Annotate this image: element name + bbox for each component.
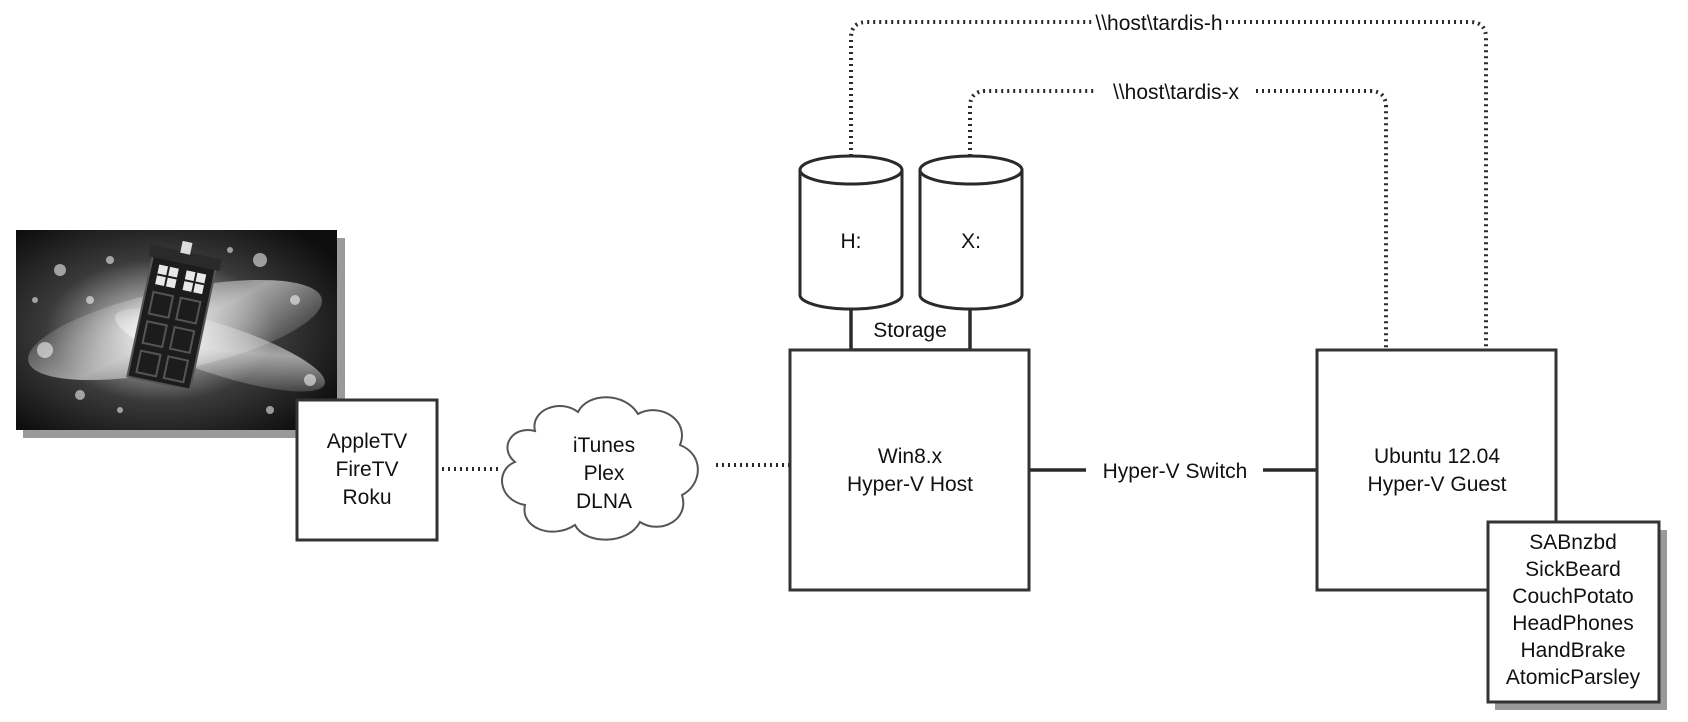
drive-x-icon bbox=[918, 154, 1024, 186]
drive-x: X: bbox=[918, 154, 1024, 311]
device-roku: Roku bbox=[342, 486, 391, 509]
storage-group: H: X: Storage bbox=[798, 154, 1024, 342]
app-sickbeard: SickBeard bbox=[1525, 558, 1621, 581]
app-headphones: HeadPhones bbox=[1512, 612, 1633, 635]
app-atomicparsley: AtomicParsley bbox=[1506, 666, 1641, 689]
guest-role-label: Hyper-V Guest bbox=[1368, 473, 1507, 496]
cloud-plex: Plex bbox=[584, 462, 625, 485]
host-os-label: Win8.x bbox=[878, 445, 943, 468]
share-x-link bbox=[968, 89, 1388, 350]
app-couchpotato: CouchPotato bbox=[1512, 585, 1633, 608]
police-box-icon bbox=[126, 240, 222, 391]
app-sabnzbd: SABnzbd bbox=[1529, 531, 1617, 554]
cloud-dlna: DLNA bbox=[576, 490, 632, 513]
drive-x-label: X: bbox=[961, 230, 981, 253]
tardis-image bbox=[16, 230, 345, 438]
drive-h-icon bbox=[798, 154, 904, 186]
host-box: Win8.x Hyper-V Host bbox=[788, 348, 1031, 592]
devices-box: AppleTV FireTV Roku bbox=[295, 398, 439, 542]
share-h-label: \\host\tardis-h bbox=[1095, 12, 1222, 35]
drive-h: H: bbox=[798, 154, 904, 311]
media-server-cloud: iTunes Plex DLNA bbox=[501, 396, 699, 541]
share-x-label: \\host\tardis-x bbox=[1113, 81, 1240, 104]
cloud-itunes: iTunes bbox=[573, 434, 635, 457]
drive-h-label: H: bbox=[841, 230, 862, 253]
guest-box: Ubuntu 12.04 Hyper-V Guest bbox=[1315, 348, 1558, 592]
host-role-label: Hyper-V Host bbox=[847, 473, 973, 496]
cloud-icon bbox=[501, 396, 699, 541]
storage-label: Storage bbox=[873, 319, 947, 342]
apps-box: SABnzbd SickBeard CouchPotato HeadPhones… bbox=[1486, 520, 1667, 710]
app-handbrake: HandBrake bbox=[1520, 639, 1625, 662]
device-firetv: FireTV bbox=[336, 458, 399, 481]
guest-os-label: Ubuntu 12.04 bbox=[1374, 445, 1500, 468]
hyperv-switch-label: Hyper-V Switch bbox=[1103, 460, 1248, 483]
device-appletv: AppleTV bbox=[327, 430, 408, 453]
